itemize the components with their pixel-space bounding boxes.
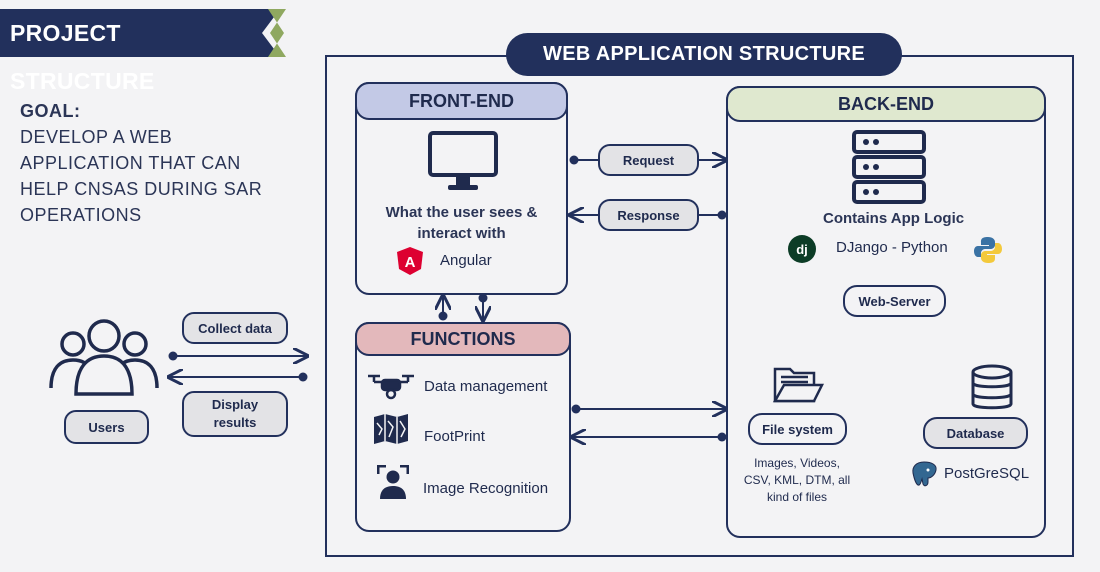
angular-badge: A bbox=[405, 254, 416, 271]
file-system-desc-line: CSV, KML, DTM, all bbox=[743, 473, 851, 487]
function-item-image-recognition: Image Recognition bbox=[423, 480, 549, 497]
response-label: Response bbox=[598, 199, 699, 231]
functions-title: FUNCTIONS bbox=[355, 322, 571, 356]
drone-icon bbox=[368, 374, 414, 400]
function-item-footprint: FootPrint bbox=[424, 428, 485, 445]
django-python-label: DJango - Python bbox=[836, 239, 948, 256]
django-badge: dj bbox=[796, 242, 808, 257]
angular-icon: A bbox=[397, 247, 423, 275]
django-icon: dj bbox=[788, 235, 816, 263]
file-system-desc-line: kind of files bbox=[766, 490, 828, 504]
goal-label: GOAL: bbox=[20, 101, 81, 121]
web-server-node: Web-Server bbox=[843, 285, 946, 317]
request-label: Request bbox=[598, 144, 699, 176]
goal-line: HELP CNSAS DURING SAR bbox=[20, 179, 263, 199]
users-label: Users bbox=[64, 410, 149, 444]
users-icon bbox=[49, 319, 159, 396]
frontend-desc-line: interact with bbox=[417, 225, 506, 242]
postgresql-icon bbox=[912, 461, 937, 487]
frontend-desc-line: What the user sees & bbox=[385, 204, 538, 221]
file-system-description: Images, Videos, CSV, KML, DTM, all kind … bbox=[722, 455, 872, 506]
goal-line: OPERATIONS bbox=[20, 205, 142, 225]
monitor-icon bbox=[428, 131, 498, 190]
display-results-line: results bbox=[213, 415, 257, 430]
goal-text: GOAL: DEVELOP A WEB APPLICATION THAT CAN… bbox=[20, 98, 310, 228]
map-icon bbox=[374, 414, 408, 444]
backend-title: BACK-END bbox=[726, 86, 1046, 122]
display-results-label: Display results bbox=[182, 391, 288, 437]
backend-description: Contains App Logic bbox=[823, 210, 965, 227]
collect-data-label: Collect data bbox=[182, 312, 288, 344]
frontend-title: FRONT-END bbox=[355, 82, 568, 120]
python-icon bbox=[974, 237, 1002, 263]
database-icon bbox=[971, 364, 1013, 410]
frontend-description: What the user sees & interact with bbox=[355, 202, 568, 244]
angular-label: Angular bbox=[440, 252, 492, 269]
file-system-desc-line: Images, Videos, bbox=[754, 456, 840, 470]
file-system-node: File system bbox=[748, 413, 847, 445]
project-structure-banner: PROJECT STRUCTURE bbox=[0, 9, 262, 94]
postgresql-label: PostGreSQL bbox=[944, 465, 1030, 482]
display-results-line: Display bbox=[211, 397, 259, 412]
folder-icon bbox=[772, 367, 824, 403]
database-node: Database bbox=[923, 417, 1028, 449]
goal-line: APPLICATION THAT CAN bbox=[20, 153, 241, 173]
banner-chevron-icon bbox=[258, 9, 286, 57]
server-rack-icon bbox=[852, 130, 926, 204]
face-recognition-icon bbox=[377, 465, 409, 499]
function-item-data-management: Data management bbox=[424, 378, 548, 395]
goal-line: DEVELOP A WEB bbox=[20, 127, 173, 147]
web-app-structure-title: WEB APPLICATION STRUCTURE bbox=[506, 33, 902, 76]
